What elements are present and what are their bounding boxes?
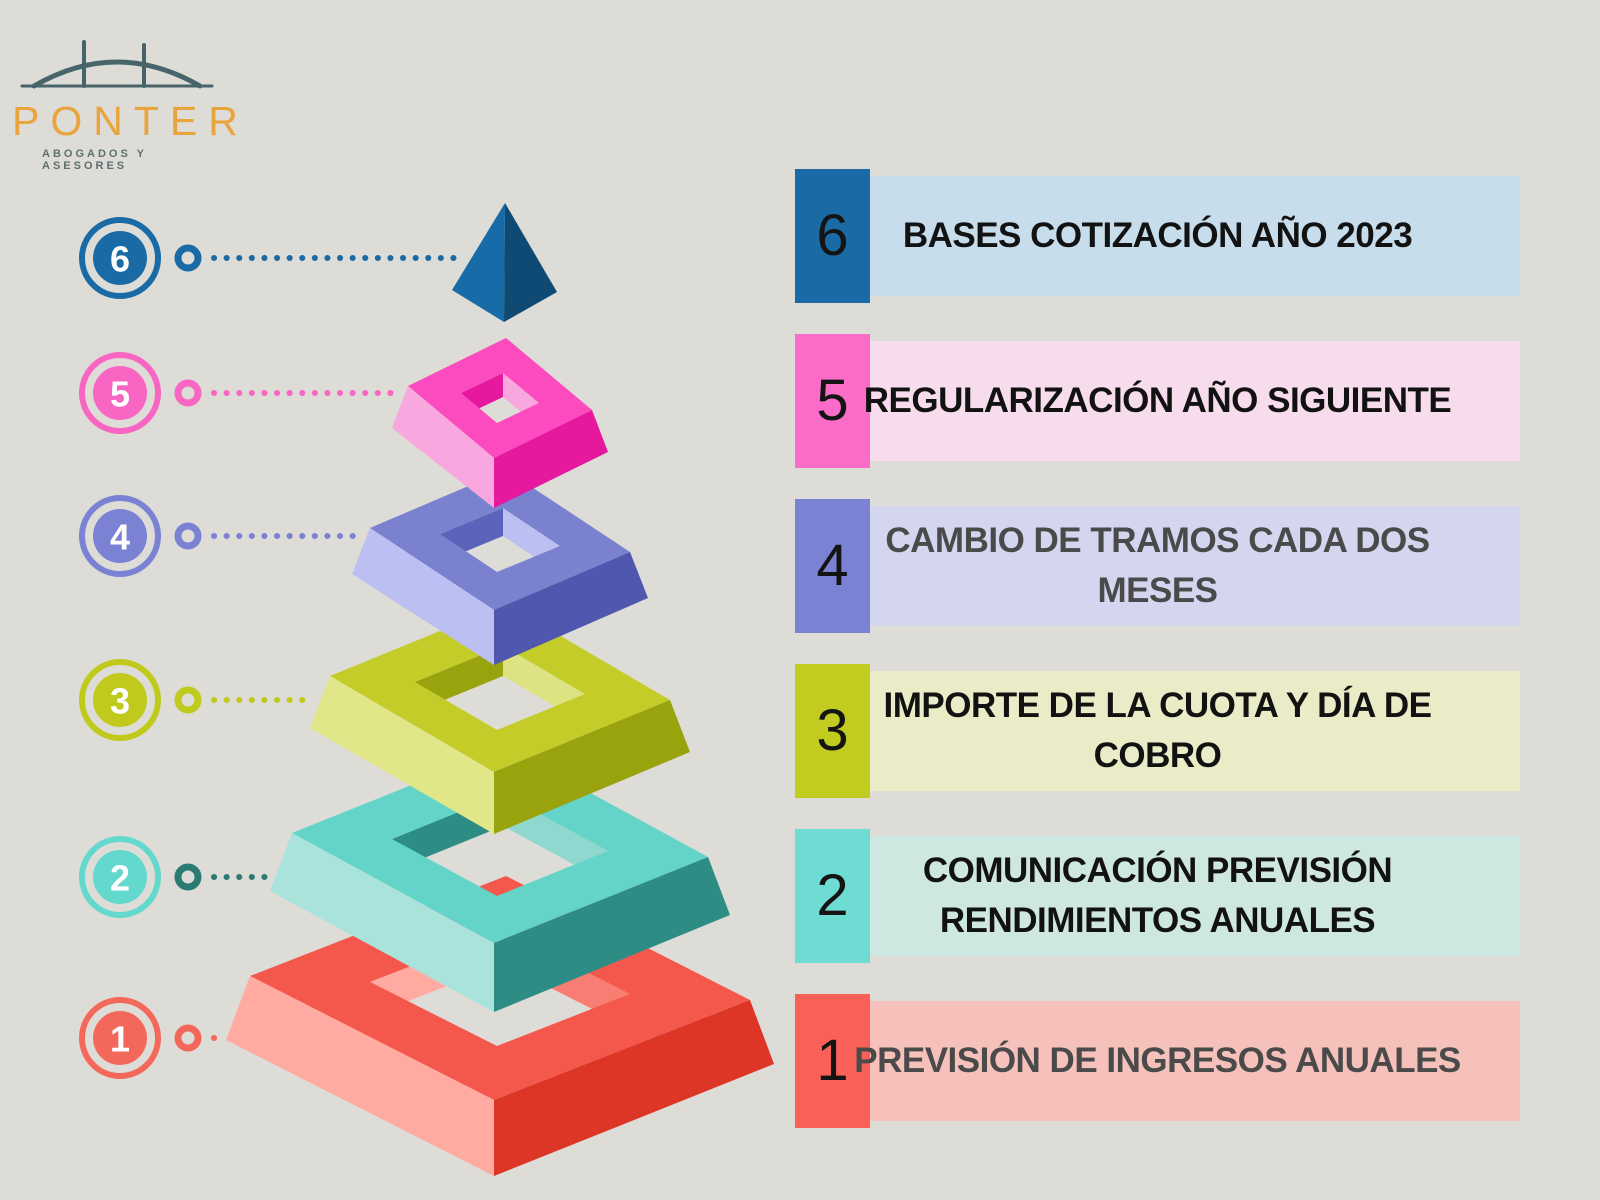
step-label-line: COMUNICACIÓN PREVISIÓN: [922, 851, 1393, 891]
marker-circle: [93, 231, 147, 285]
marker-outer-ring: [79, 997, 161, 1079]
bridge-icon: [20, 40, 214, 89]
step-label: PREVISIÓN DE INGRESOS ANUALES: [795, 1001, 1520, 1121]
step-bar: [870, 341, 1520, 461]
marker-number: 4: [110, 517, 130, 558]
step-bar: [870, 836, 1520, 956]
step-label-line: CAMBIO DE TRAMOS CADA DOS: [885, 521, 1430, 561]
layer-1-front-left-face: [226, 976, 494, 1176]
step-label: CAMBIO DE TRAMOS CADA DOS MESES: [795, 506, 1520, 626]
step-number-block: 4: [795, 499, 870, 633]
layer-3-front-right-face: [494, 700, 690, 834]
step-row-3: 3 IMPORTE DE LA CUOTA Y DÍA DE COBRO: [795, 664, 1520, 798]
step-row-4: 4 CAMBIO DE TRAMOS CADA DOS MESES: [795, 499, 1520, 633]
marker-circle: [93, 1011, 147, 1065]
marker-number: 2: [110, 858, 130, 899]
pyramid-layer-5: [392, 338, 608, 508]
step-label: IMPORTE DE LA CUOTA Y DÍA DE COBRO: [795, 671, 1520, 791]
marker-6: 6: [79, 217, 466, 299]
marker-outer-ring: [79, 352, 161, 434]
step-label: REGULARIZACIÓN AÑO SIGUIENTE: [795, 341, 1520, 461]
step-number-block: 6: [795, 169, 870, 303]
step-label: COMUNICACIÓN PREVISIÓN RENDIMIENTOS ANUA…: [795, 836, 1520, 956]
step-label: BASES COTIZACIÓN AÑO 2023: [795, 176, 1520, 296]
marker-circle: [93, 673, 147, 727]
step-number-block: 2: [795, 829, 870, 963]
marker-4: 4: [79, 495, 362, 577]
marker-outer-ring: [79, 217, 161, 299]
layer-4-top-face: [370, 470, 630, 610]
connector-start-ring: [174, 244, 202, 272]
layer-4-front-left-face: [352, 528, 494, 665]
logo: PONTER ABOGADOS Y ASESORES: [12, 22, 249, 172]
layer-3-front-left-face: [310, 676, 494, 834]
marker-number: 5: [110, 374, 130, 415]
marker-3: 3: [79, 659, 316, 741]
step-row-6: 6 BASES COTIZACIÓN AÑO 2023: [795, 169, 1520, 303]
step-number: 5: [816, 368, 849, 433]
connector-start-ring: [174, 522, 202, 550]
pyramid-layer-3: [310, 604, 690, 834]
marker-2: 2: [79, 836, 270, 918]
step-bar: [870, 506, 1520, 626]
step-row-2: 2 COMUNICACIÓN PREVISIÓN RENDIMIENTOS AN…: [795, 829, 1520, 963]
step-number: 1: [816, 1028, 849, 1093]
step-number: 4: [816, 533, 849, 598]
step-bar: [870, 671, 1520, 791]
marker-outer-ring: [79, 836, 161, 918]
layer-2-top-face: [292, 747, 708, 943]
marker-circle: [93, 509, 147, 563]
cap-right-face: [504, 203, 557, 322]
layer-2-front-left-face: [270, 833, 494, 1012]
connector-start-ring: [174, 1024, 202, 1052]
step-label-line: REGULARIZACIÓN AÑO SIGUIENTE: [863, 381, 1452, 421]
pyramid-cap: [452, 203, 557, 322]
marker-number: 3: [110, 681, 130, 722]
connector-start-ring: [174, 686, 202, 714]
layer-5-top-face: [408, 338, 592, 458]
step-number: 3: [816, 698, 849, 763]
step-number-block: 1: [795, 994, 870, 1128]
connector-start-ring: [174, 379, 202, 407]
step-number: 6: [816, 203, 849, 268]
layer-4-front-right-face: [494, 552, 648, 665]
step-number: 2: [816, 863, 849, 928]
marker-circle: [93, 850, 147, 904]
layer-3-top-face: [330, 604, 670, 772]
step-row-5: 5 REGULARIZACIÓN AÑO SIGUIENTE: [795, 334, 1520, 468]
logo-tagline: ABOGADOS Y ASESORES: [42, 148, 147, 172]
step-label-line: IMPORTE DE LA CUOTA Y DÍA DE: [883, 686, 1432, 726]
step-label-line: RENDIMIENTOS ANUALES: [939, 901, 1376, 940]
marker-outer-ring: [79, 659, 161, 741]
step-label-line: COBRO: [1093, 736, 1222, 775]
marker-5: 5: [79, 352, 400, 434]
layer-1-front-right-face: [494, 1000, 774, 1176]
step-bar: [870, 1001, 1520, 1121]
marker-number: 1: [110, 1019, 130, 1060]
cap-left-face: [452, 203, 505, 322]
step-label-line: PREVISIÓN DE INGRESOS ANUALES: [854, 1041, 1461, 1081]
step-label-line: MESES: [1097, 571, 1218, 610]
step-row-1: 1 PREVISIÓN DE INGRESOS ANUALES: [795, 994, 1520, 1128]
marker-number: 6: [110, 239, 130, 280]
pyramid-layer-4: [352, 470, 648, 665]
pyramid-layer-2: [270, 747, 730, 1012]
logo-name: PONTER: [12, 98, 249, 144]
marker-circle: [93, 366, 147, 420]
marker-outer-ring: [79, 495, 161, 577]
step-bar: [870, 176, 1520, 296]
layer-5-front-left-face: [392, 386, 494, 508]
marker-1: 1: [79, 997, 221, 1079]
step-number-block: 5: [795, 334, 870, 468]
connector-start-ring: [174, 863, 202, 891]
layer-5-front-right-face: [494, 410, 608, 508]
step-number-block: 3: [795, 664, 870, 798]
step-label-line: BASES COTIZACIÓN AÑO 2023: [902, 216, 1413, 256]
layer-2-front-right-face: [494, 857, 730, 1012]
